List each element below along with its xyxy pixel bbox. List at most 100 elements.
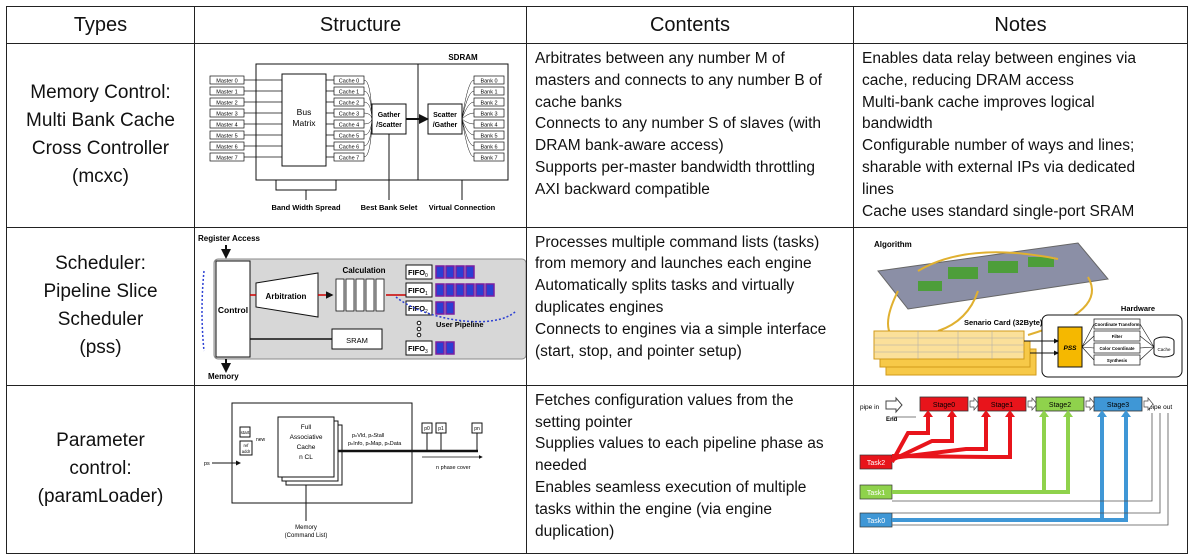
task2-arrowhead <box>980 410 991 418</box>
master-label: Master 6 <box>216 145 237 151</box>
command-list-label: (Command List) <box>284 533 327 539</box>
cache-label: Cache 2 <box>338 101 359 107</box>
gather-scatter-label: /Scatter <box>376 122 402 129</box>
master-label: Master 0 <box>216 79 237 85</box>
task1-path <box>891 415 1070 495</box>
hw-cache-link <box>1139 346 1154 349</box>
fifo-box <box>405 340 432 356</box>
contents-paramloader: Fetches configuration values from the se… <box>526 384 854 555</box>
feedback-path <box>395 296 517 323</box>
scatter-link <box>461 102 474 120</box>
header-notes: Notes <box>853 5 1188 45</box>
ref-label: ref <box>243 443 249 448</box>
task0-path <box>891 415 1128 523</box>
task2-path <box>891 415 988 461</box>
task-label: Task0 <box>866 518 884 525</box>
overview-table: Types Structure Contents Notes Memory Co… <box>6 5 1188 555</box>
calc-cell <box>345 278 354 312</box>
pipeline-stage <box>454 283 465 297</box>
cache-label: Cache 0 <box>338 79 359 85</box>
master-label: Master 2 <box>216 101 237 107</box>
pipeline-stage <box>434 265 445 279</box>
pss-label: PSS <box>1063 345 1077 352</box>
row-pss: Scheduler: Pipeline Slice Scheduler (pss… <box>6 226 1188 386</box>
cache-label: Cache 1 <box>338 90 359 96</box>
task2-path <box>889 415 930 464</box>
hw-cache-link <box>1139 335 1154 348</box>
structure-paramloader: ps start ref addr new Full Associative C… <box>194 384 527 555</box>
notes-mcxc: Enables data relay between engines via c… <box>853 43 1188 228</box>
pipeline-stage <box>464 265 475 279</box>
return-path <box>891 413 1168 526</box>
fifo-sub-label: 2 <box>425 309 428 315</box>
signals-line-2: pₙInfo, pₙMap, pₙData <box>348 441 402 447</box>
bank-select-label: Best Bank Selet <box>360 203 417 212</box>
notes-pss: Algorithm Senario Card (32Byte) Hard <box>853 226 1188 386</box>
row-mcxc: Memory Control: Multi Bank Cache Cross C… <box>6 43 1188 228</box>
hw-cache-link <box>1139 324 1154 348</box>
start-label: start <box>240 430 250 435</box>
stage-box <box>919 396 968 412</box>
stage-arrow <box>1143 397 1153 412</box>
pipeline-stage <box>444 341 455 355</box>
p1-label: p1 <box>438 426 444 432</box>
pipeline-stage <box>434 283 445 297</box>
stage-arrow <box>1085 397 1095 412</box>
arbitration-label: Arbitration <box>265 292 306 301</box>
scatter-link <box>461 91 474 120</box>
phase-cover-label: n phase cover <box>436 465 471 471</box>
hw-output-label: Synthesis <box>1106 358 1127 363</box>
stage-arrow <box>969 397 979 412</box>
sram-label: SRAM <box>346 336 368 345</box>
hw-output-link <box>1081 324 1094 348</box>
scatter-link <box>461 119 474 125</box>
pss-diagram: Register Access Control Arbitration Calc… <box>198 234 526 381</box>
bank-label: Bank 5 <box>480 134 497 140</box>
bandwidth-label: Band Width Spread <box>271 203 341 212</box>
param-memory-label: Memory <box>295 525 317 531</box>
return-path <box>891 413 1152 502</box>
bank-label: Bank 7 <box>480 156 497 162</box>
header-contents: Contents <box>526 5 854 45</box>
hw-cache-link <box>1139 346 1154 361</box>
header-structure: Structure <box>194 5 527 45</box>
bank-label: Bank 3 <box>480 112 497 118</box>
pipe-in-label: pipe in <box>860 404 880 411</box>
stage-label: Stage2 <box>1048 402 1070 409</box>
addr-label: addr <box>241 449 250 454</box>
master-label: Master 4 <box>216 123 237 129</box>
fifo-label: FIFO <box>408 268 425 277</box>
row-paramloader: Parameter control: (paramLoader) ps star… <box>6 384 1188 555</box>
calc-cell <box>335 278 344 312</box>
fifo-dot <box>416 320 421 326</box>
pipeline-stage <box>444 265 455 279</box>
task1-arrowhead <box>1038 410 1049 418</box>
pss-note-diagram: Algorithm Senario Card (32Byte) Hard <box>873 240 1182 378</box>
scatter-link <box>461 80 474 120</box>
stage-box <box>977 396 1026 412</box>
pipeline-stage <box>484 283 495 297</box>
pipeline-stage <box>474 283 485 297</box>
hw-output-label: Color Coordinate <box>1099 346 1135 351</box>
pipeline-stage <box>444 283 455 297</box>
paramloader-diagram: ps start ref addr new Full Associative C… <box>204 402 483 539</box>
fifo-label: FIFO <box>408 344 425 353</box>
pn-label: pn <box>474 426 480 432</box>
fifo-dot <box>416 332 421 338</box>
task1-arrowhead <box>1062 410 1073 418</box>
gather-label: Gather <box>377 112 400 119</box>
task2-path <box>890 415 954 463</box>
user-pipeline-label: User Pipeline <box>436 320 484 329</box>
fifo-sub-label: 1 <box>425 291 428 297</box>
scatter-link <box>461 113 474 120</box>
virtual-connection-label: Virtual Connection <box>428 203 495 212</box>
p0-label: p0 <box>424 426 430 432</box>
master-label: Master 3 <box>216 112 237 118</box>
master-label: Master 1 <box>216 90 237 96</box>
hardware-label: Hardware <box>1120 304 1154 313</box>
hw-output-label: Filter <box>1111 334 1122 339</box>
stage-label: Stage3 <box>1106 402 1128 409</box>
